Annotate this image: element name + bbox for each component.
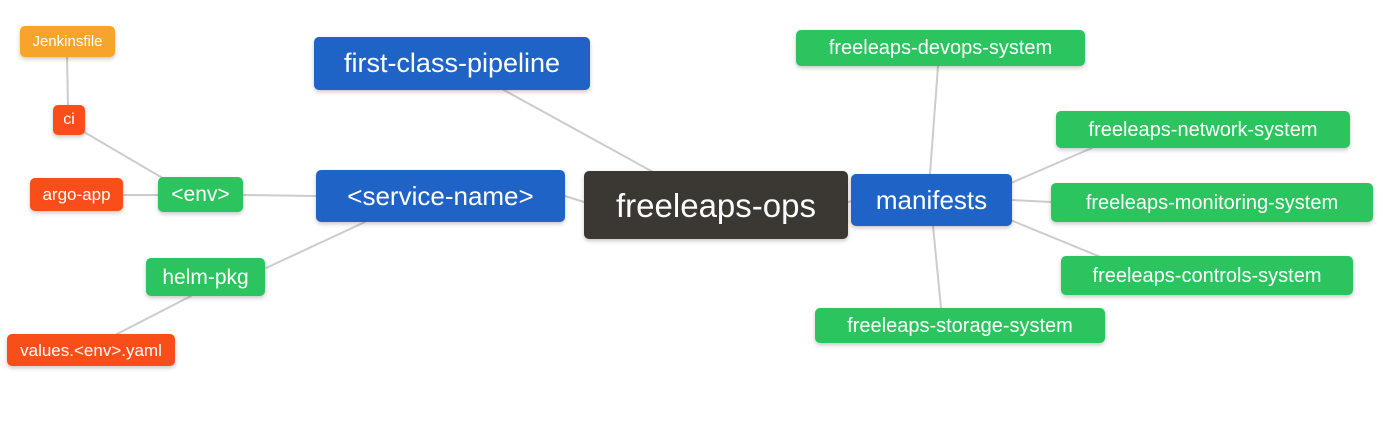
mindmap-node-jenkinsfile[interactable]: Jenkinsfile [20, 26, 115, 57]
edge-env-to-service-name [242, 194, 317, 197]
mindmap-node-first-class-pipeline[interactable]: first-class-pipeline [314, 37, 590, 90]
edge-helm-pkg-to-values-env-yaml [116, 295, 192, 335]
mindmap-node-network-system[interactable]: freeleaps-network-system [1056, 111, 1350, 148]
edge-ci-to-env [83, 131, 167, 181]
mindmap-node-argo-app[interactable]: argo-app [30, 178, 123, 211]
mindmap-node-values-env-yaml[interactable]: values.<env>.yaml [7, 334, 175, 366]
edge-service-name-to-helm-pkg [265, 221, 366, 269]
mindmap-node-controls-system[interactable]: freeleaps-controls-system [1061, 256, 1353, 295]
edge-manifests-to-controls-system [1007, 218, 1104, 259]
edge-manifests-to-monitoring-system [1011, 199, 1052, 203]
edge-manifests-to-devops-system [929, 65, 939, 175]
mindmap-node-freeleaps-ops[interactable]: freeleaps-ops [584, 171, 848, 239]
mindmap-node-env[interactable]: <env> [158, 177, 243, 212]
mindmap-node-ci[interactable]: ci [53, 105, 85, 135]
mindmap-node-storage-system[interactable]: freeleaps-storage-system [815, 308, 1105, 343]
mindmap-node-devops-system[interactable]: freeleaps-devops-system [796, 30, 1085, 66]
edge-jenkinsfile-to-ci [66, 56, 69, 107]
edge-manifests-to-storage-system [932, 225, 942, 309]
mindmap-node-monitoring-system[interactable]: freeleaps-monitoring-system [1051, 183, 1373, 222]
mindmap-node-manifests[interactable]: manifests [851, 174, 1012, 226]
mindmap-node-helm-pkg[interactable]: helm-pkg [146, 258, 265, 296]
edge-manifests-to-network-system [1010, 147, 1093, 184]
edge-first-class-pipeline-to-freeleaps-ops [501, 88, 654, 173]
mindmap-node-service-name[interactable]: <service-name> [316, 170, 565, 222]
edge-service-name-to-freeleaps-ops [564, 195, 585, 203]
